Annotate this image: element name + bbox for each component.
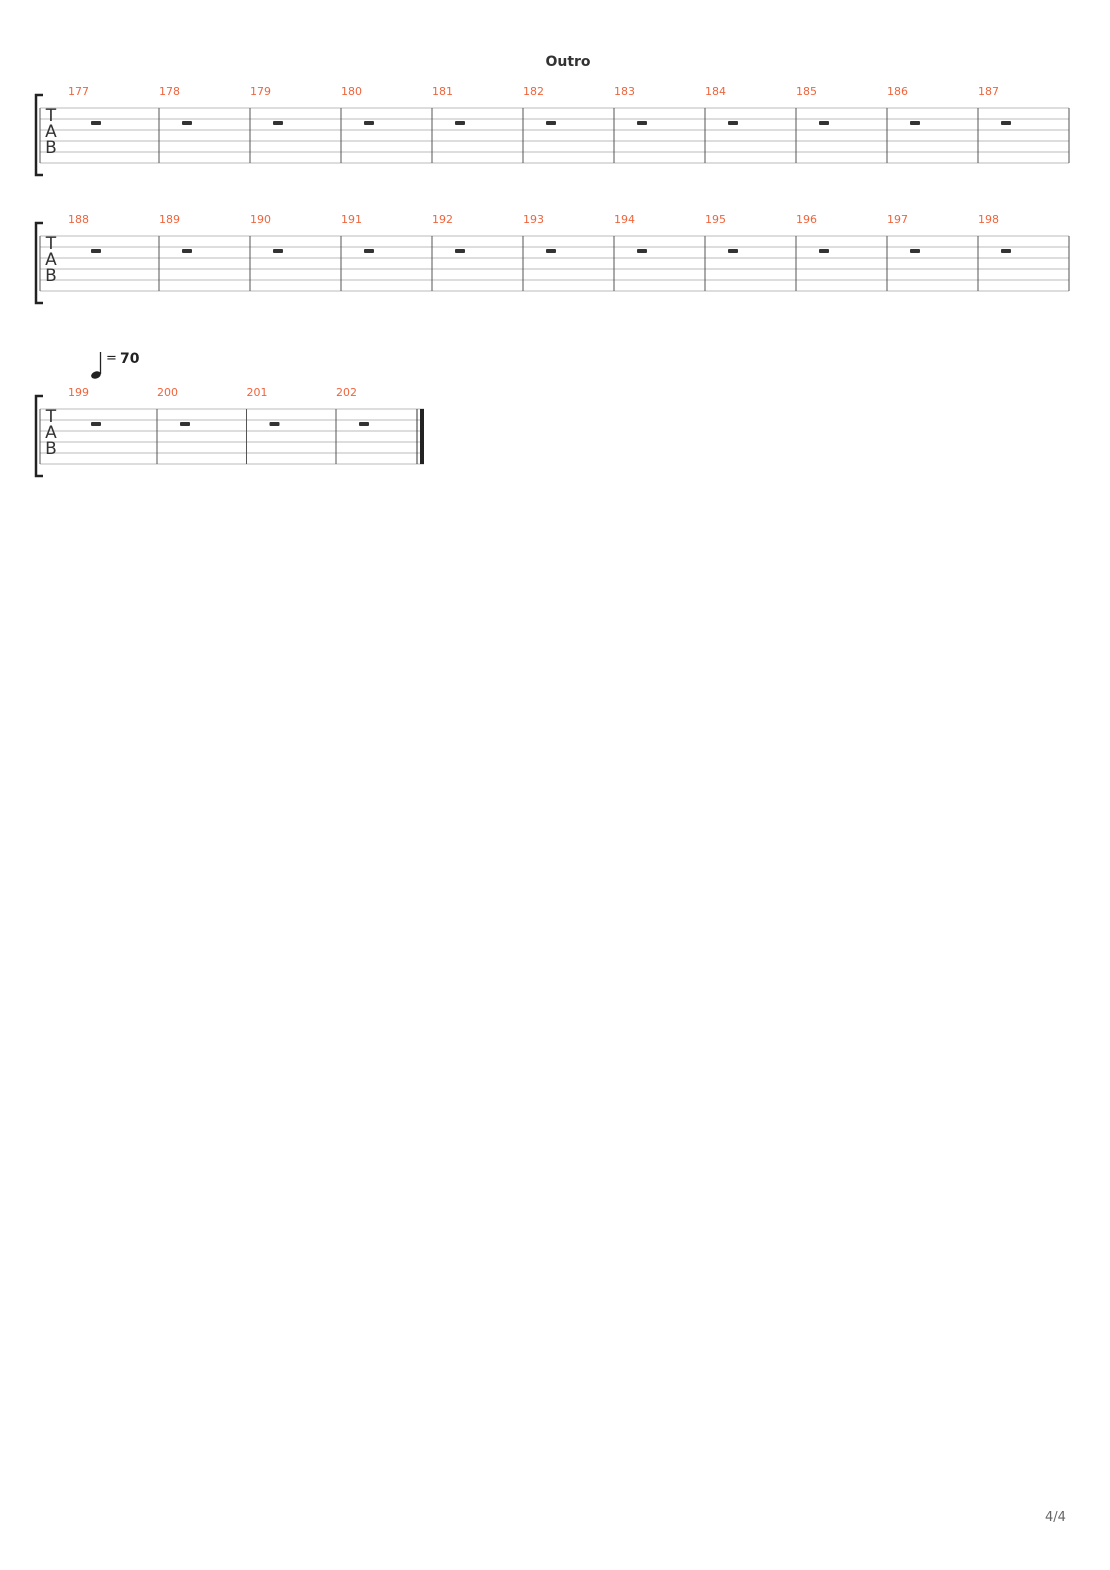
- bar-number: 191: [341, 213, 362, 226]
- bar-number: 202: [336, 386, 357, 399]
- bar-number: 192: [432, 213, 453, 226]
- whole-rest: [910, 249, 920, 253]
- bar-number: 185: [796, 85, 817, 98]
- bar-number: 186: [887, 85, 908, 98]
- tab-clef-t: T: [45, 106, 57, 126]
- bar-number: 193: [523, 213, 544, 226]
- whole-rest: [273, 121, 283, 125]
- whole-rest: [637, 121, 647, 125]
- final-barline-thick: [420, 409, 424, 464]
- whole-rest: [728, 249, 738, 253]
- bar-number: 178: [159, 85, 180, 98]
- system-bracket: [34, 221, 43, 305]
- bar-number: 197: [887, 213, 908, 226]
- tab-clef-b: B: [45, 138, 57, 158]
- whole-rest: [359, 422, 369, 426]
- whole-rest: [91, 422, 101, 426]
- tempo-value: 70: [120, 351, 140, 367]
- bar-number: 200: [157, 386, 178, 399]
- whole-rest: [819, 121, 829, 125]
- tab-clef-a: A: [45, 250, 57, 270]
- tab-clef-b: B: [45, 439, 57, 459]
- bar-number: 188: [68, 213, 89, 226]
- whole-rest: [269, 422, 280, 426]
- bar-number: 180: [341, 85, 362, 98]
- section-title: Outro: [545, 54, 591, 70]
- whole-rest: [364, 249, 374, 253]
- bar-number: 182: [523, 85, 544, 98]
- whole-rest: [180, 422, 190, 426]
- whole-rest: [273, 249, 283, 253]
- whole-rest: [819, 249, 829, 253]
- bar-number: 201: [246, 386, 268, 399]
- tempo-equals: =: [106, 351, 117, 366]
- whole-rest: [364, 121, 374, 125]
- whole-rest: [910, 121, 920, 125]
- bar-number: 187: [978, 85, 999, 98]
- tab-clef-b: B: [45, 266, 57, 286]
- tab-clef-a: A: [45, 423, 57, 443]
- bar-number: 196: [796, 213, 817, 226]
- tab-clef-t: T: [45, 407, 57, 427]
- tab-clef-t: T: [45, 234, 57, 254]
- whole-rest: [91, 121, 101, 125]
- bar-number: 184: [705, 85, 726, 98]
- bar-number: 199: [68, 386, 89, 399]
- whole-rest: [1001, 249, 1011, 253]
- whole-rest: [546, 121, 556, 125]
- bar-number: 195: [705, 213, 726, 226]
- whole-rest: [637, 249, 647, 253]
- whole-rest: [91, 249, 101, 253]
- whole-rest: [455, 249, 465, 253]
- page-number: 4/4: [1045, 1510, 1066, 1525]
- whole-rest: [728, 121, 738, 125]
- bar-number: 194: [614, 213, 635, 226]
- bar-number: 181: [432, 85, 453, 98]
- tab-clef-a: A: [45, 122, 57, 142]
- bar-number: 189: [159, 213, 180, 226]
- whole-rest: [455, 121, 465, 125]
- bar-number: 190: [250, 213, 271, 226]
- bar-number: 183: [614, 85, 635, 98]
- bar-number: 177: [68, 85, 89, 98]
- bar-number: 179: [250, 85, 271, 98]
- whole-rest: [1001, 121, 1011, 125]
- quarter-note-icon: [91, 352, 102, 379]
- system-bracket: [34, 93, 43, 177]
- whole-rest: [546, 249, 556, 253]
- whole-rest: [182, 249, 192, 253]
- bar-number: 198: [978, 213, 999, 226]
- system-bracket: [34, 394, 43, 478]
- whole-rest: [182, 121, 192, 125]
